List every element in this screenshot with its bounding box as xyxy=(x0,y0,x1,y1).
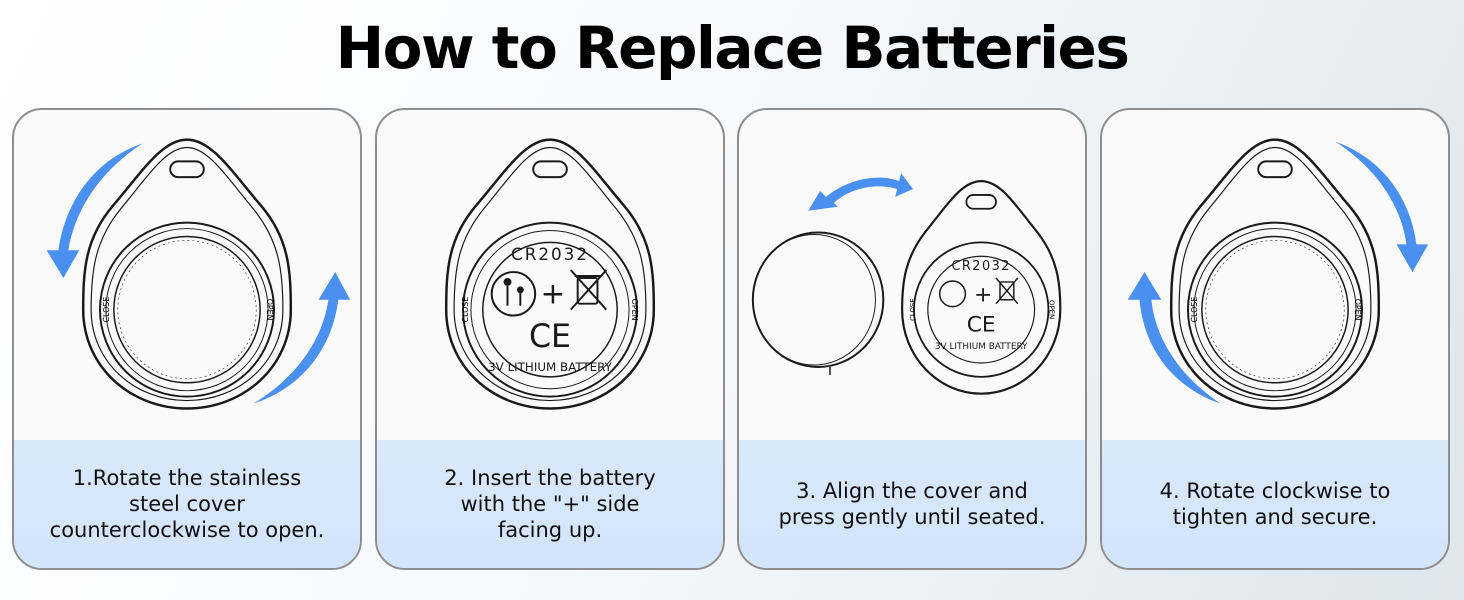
step-4-caption: 4. Rotate clockwise to tighten and secur… xyxy=(1102,440,1448,568)
open-label: OPEN xyxy=(1047,300,1055,319)
align-arrow-icon xyxy=(808,173,913,211)
ce-mark: CE xyxy=(967,312,996,337)
battery-insert-illustration: CR2032 + CE 3V LITHIUM BATTERY CLOSE OPE… xyxy=(444,138,656,410)
battery-cell xyxy=(482,241,618,378)
tracker-device xyxy=(1169,138,1381,410)
battery-type-label: 3V LITHIUM BATTERY xyxy=(935,342,1028,352)
close-label: CLOSE xyxy=(1190,297,1199,323)
step-3-caption: 3. Align the cover and press gently unti… xyxy=(739,440,1085,568)
close-label: CLOSE xyxy=(102,297,111,323)
child-warning-icon xyxy=(490,271,537,317)
ce-mark: CE xyxy=(529,319,571,355)
step-card-3: CR2032 + CE 3V LITHIUM BATTERY CLOSE OPE… xyxy=(737,108,1087,570)
open-label: OPEN xyxy=(630,299,639,321)
tracker-close-illustration: CLOSE OPEN xyxy=(1127,138,1429,410)
step-4-caption-text: 4. Rotate clockwise to tighten and secur… xyxy=(1159,479,1391,529)
page-title: How to Replace Batteries xyxy=(335,14,1130,82)
battery-type-label: 3V LITHIUM BATTERY xyxy=(488,360,612,374)
crossed-bin-icon xyxy=(995,277,1019,305)
battery-model-label: CR2032 xyxy=(511,244,589,264)
cover-disc xyxy=(751,231,885,375)
child-warning-icon xyxy=(938,280,967,308)
tracker-device xyxy=(444,138,656,410)
step-3-caption-text: 3. Align the cover and press gently unti… xyxy=(778,479,1046,529)
step-card-4: CLOSE OPEN 4. Rotate clockwise to tighte… xyxy=(1100,108,1450,570)
close-label: CLOSE xyxy=(461,297,470,323)
clockwise-arrow-icon xyxy=(1127,141,1429,404)
crossed-bin-icon xyxy=(570,269,608,311)
open-label: OPEN xyxy=(1353,299,1362,321)
open-label: OPEN xyxy=(265,299,274,321)
step-card-1: CLOSE OPEN 1.Rotate the stainless steel … xyxy=(12,108,362,570)
cover-align-illustration: CR2032 + CE 3V LITHIUM BATTERY CLOSE OPE… xyxy=(751,173,1062,395)
tracker-device xyxy=(901,180,1062,395)
battery-model-label: CR2032 xyxy=(951,259,1010,274)
close-label: CLOSE xyxy=(909,298,917,321)
step-1-caption-text: 1.Rotate the stainless steel cover count… xyxy=(49,466,325,542)
counterclockwise-arrow-icon xyxy=(46,143,351,404)
step-card-2: CR2032 + CE 3V LITHIUM BATTERY CLOSE OPE… xyxy=(375,108,725,570)
plus-sign: + xyxy=(541,276,566,311)
plus-sign: + xyxy=(974,283,992,308)
tracker-open-illustration: CLOSE OPEN xyxy=(46,138,351,410)
step-2-caption: 2. Insert the battery with the "+" side … xyxy=(377,440,723,568)
tracker-device xyxy=(81,138,293,410)
step-2-caption-text: 2. Insert the battery with the "+" side … xyxy=(444,466,656,542)
step-1-caption: 1.Rotate the stainless steel cover count… xyxy=(14,440,360,568)
